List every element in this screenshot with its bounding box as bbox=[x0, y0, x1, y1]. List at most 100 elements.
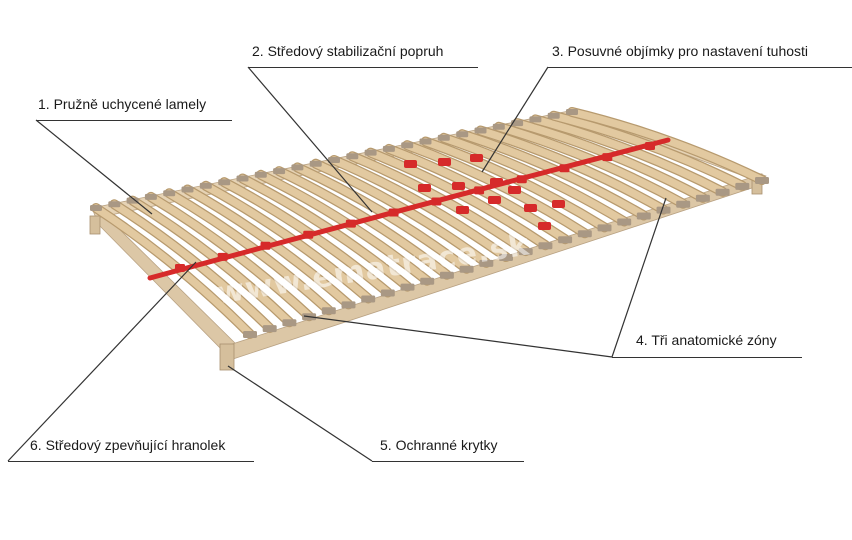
hardness-sleeve bbox=[470, 154, 483, 162]
leader-anatomic-zones-a bbox=[303, 315, 613, 358]
slat-end-cap bbox=[547, 112, 560, 119]
slat-end-cap bbox=[382, 145, 395, 152]
label-slats: 1. Pružně uchycené lamely bbox=[38, 96, 207, 112]
slat-end-cap bbox=[456, 131, 469, 138]
strap-layer bbox=[147, 137, 671, 281]
slat-end-cap bbox=[380, 289, 395, 297]
slat-end-cap bbox=[636, 212, 651, 220]
hardness-sleeve bbox=[508, 186, 521, 194]
underline-sliding-sleeves bbox=[548, 67, 852, 68]
slat-end-cap bbox=[364, 149, 377, 156]
slat bbox=[128, 196, 294, 326]
underline-slats bbox=[36, 120, 232, 121]
slat-end-cap bbox=[218, 179, 231, 186]
slat-end-cap bbox=[181, 186, 194, 193]
slat-end-cap bbox=[254, 171, 267, 178]
strap-clip bbox=[345, 219, 356, 228]
slat-end-cap bbox=[341, 301, 356, 309]
slat-end-cap bbox=[144, 193, 157, 200]
slat-end-cap bbox=[236, 175, 249, 182]
slat-end-cap bbox=[243, 331, 257, 338]
hardness-sleeve bbox=[490, 178, 503, 186]
hardness-sleeve bbox=[418, 184, 431, 192]
hardness-sleeve bbox=[538, 222, 551, 230]
label-sliding-sleeves: 3. Posuvné objímky pro nastavení tuhosti bbox=[552, 43, 809, 59]
slat-end-cap bbox=[361, 295, 376, 303]
leader-protective-caps bbox=[227, 365, 373, 462]
slat-end-cap bbox=[479, 259, 494, 267]
slat-end-cap bbox=[420, 277, 435, 285]
slat bbox=[165, 189, 333, 315]
leader-sliding-sleeves bbox=[481, 66, 549, 173]
hardness-sleeve bbox=[456, 206, 469, 214]
leader-center-beam bbox=[7, 261, 197, 462]
slat-end-cap bbox=[577, 230, 592, 238]
slat-end-cap bbox=[90, 205, 102, 211]
strap-clip bbox=[217, 252, 228, 261]
slat bbox=[238, 174, 412, 291]
underline-stabilizing-strap bbox=[248, 67, 478, 68]
label-stabilizing-strap: 2. Středový stabilizační popruh bbox=[252, 43, 444, 59]
slat-end-cap bbox=[676, 200, 691, 208]
label-center-beam: 6. Středový zpevňující hranolek bbox=[30, 437, 226, 453]
hardness-sleeve bbox=[488, 196, 501, 204]
strap-clip bbox=[645, 142, 655, 150]
underline-center-beam bbox=[8, 461, 254, 462]
strap-clip bbox=[602, 153, 613, 162]
slat-end-cap bbox=[126, 197, 139, 204]
hardness-sleeve bbox=[524, 204, 537, 212]
strap-clip bbox=[388, 208, 399, 217]
strap-clip bbox=[474, 186, 485, 195]
slat-end-cap bbox=[291, 164, 304, 171]
slat-end-cap bbox=[309, 160, 322, 167]
slat-end-cap bbox=[755, 177, 769, 184]
slat-end-cap bbox=[518, 248, 533, 256]
corner-post-head bbox=[89, 215, 101, 235]
slat bbox=[202, 182, 372, 303]
slat-end-cap bbox=[656, 206, 671, 214]
slat bbox=[110, 200, 274, 332]
slat-end-cap bbox=[459, 265, 474, 273]
slat-end-cap bbox=[328, 157, 340, 163]
strap-clip bbox=[516, 175, 527, 184]
slat-end-cap bbox=[321, 307, 336, 315]
strap-clip bbox=[559, 164, 570, 173]
slat-end-cap bbox=[474, 127, 487, 134]
slat-end-cap bbox=[437, 134, 450, 141]
hardness-sleeve bbox=[452, 182, 465, 190]
slat-end-cap bbox=[597, 224, 612, 232]
slat-end-cap bbox=[108, 201, 121, 208]
slat-end-cap bbox=[499, 254, 513, 261]
slat-end-cap bbox=[262, 325, 277, 333]
slat-end-cap bbox=[282, 319, 297, 327]
slat-end-cap bbox=[566, 109, 578, 115]
slat-end-cap bbox=[695, 194, 710, 202]
slat-end-cap bbox=[538, 242, 553, 250]
slat-end-cap bbox=[273, 168, 286, 175]
hardness-sleeve bbox=[552, 200, 565, 208]
strap-clip bbox=[260, 241, 271, 250]
slat-end-cap bbox=[558, 236, 573, 244]
slat-end-cap bbox=[346, 153, 359, 160]
underline-anatomic-zones bbox=[612, 357, 802, 358]
slat-end-cap bbox=[163, 190, 176, 197]
slat-end-cap bbox=[400, 283, 415, 291]
slat-end-cap bbox=[439, 271, 454, 279]
slat bbox=[183, 185, 353, 309]
label-anatomic-zones: 4. Tři anatomické zóny bbox=[636, 332, 777, 348]
slat bbox=[147, 193, 313, 320]
leader-stabilizing-strap bbox=[247, 66, 373, 213]
leader-anatomic-zones-b bbox=[611, 197, 667, 358]
slat-end-cap bbox=[617, 218, 632, 226]
slat-end-cap bbox=[419, 138, 432, 145]
corner-post-front bbox=[219, 343, 235, 371]
label-protective-caps: 5. Ochranné krytky bbox=[380, 437, 498, 453]
leader-lines bbox=[7, 66, 667, 462]
slat-end-cap bbox=[715, 188, 730, 196]
hardness-sleeve bbox=[404, 160, 417, 168]
strap-clip bbox=[431, 197, 442, 206]
underline-protective-caps bbox=[372, 461, 524, 462]
slat-end-cap bbox=[492, 123, 505, 130]
